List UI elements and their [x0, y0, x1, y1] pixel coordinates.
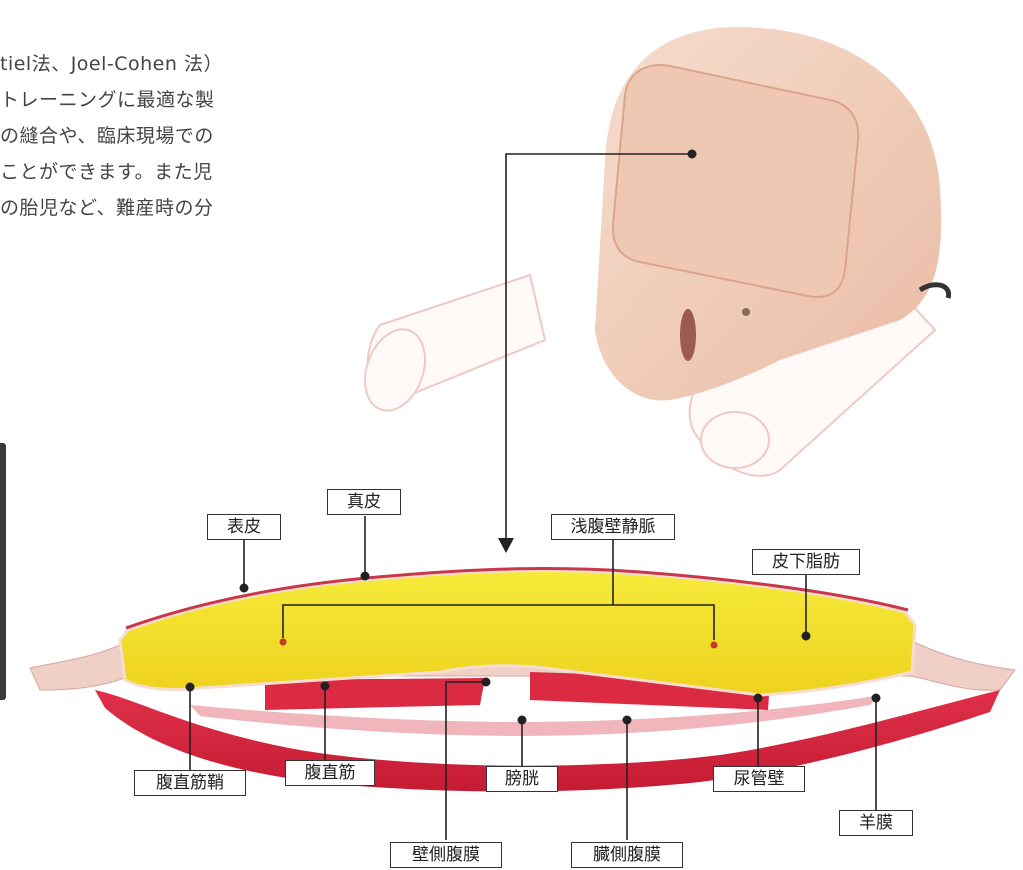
leader-parietal — [446, 682, 486, 840]
dot-ureter — [754, 694, 763, 703]
label-bladder: 膀胱 — [486, 766, 558, 792]
dot-sheath — [186, 683, 195, 692]
vulva-opening — [680, 309, 696, 361]
dot-visceral — [623, 716, 632, 725]
dot-amnion — [872, 694, 881, 703]
abdominal-skin-pad — [613, 65, 858, 297]
pelvis-screw — [742, 308, 750, 316]
dot-parietal — [482, 678, 491, 687]
label-subcutaneous-fat: 皮下脂肪 — [752, 549, 860, 575]
vein-right — [711, 642, 718, 649]
label-rectus-sheath: 腹直筋鞘 — [134, 770, 246, 796]
dot-pointer — [688, 150, 697, 159]
manikin-torso — [354, 27, 948, 476]
label-epidermis: 表皮 — [207, 514, 281, 540]
dot-muscle — [321, 682, 330, 691]
label-visceral-peritoneum: 臓側腹膜 — [571, 842, 683, 868]
dot-dermis — [361, 572, 370, 581]
label-rectus-muscle: 腹直筋 — [285, 760, 375, 786]
dot-epidermis — [240, 584, 249, 593]
dot-fat — [802, 632, 811, 641]
manikin-leg-right-end — [701, 412, 769, 468]
label-amnion: 羊膜 — [839, 810, 913, 836]
vein-left — [280, 639, 287, 646]
label-ureter-wall: 尿管壁 — [713, 766, 805, 792]
pointer-arrowhead — [498, 538, 514, 553]
label-parietal-peritoneum: 壁側腹膜 — [390, 842, 502, 868]
dot-bladder — [518, 716, 527, 725]
label-superficial-vein: 浅腹壁静脈 — [551, 514, 675, 540]
label-dermis: 真皮 — [327, 489, 401, 515]
